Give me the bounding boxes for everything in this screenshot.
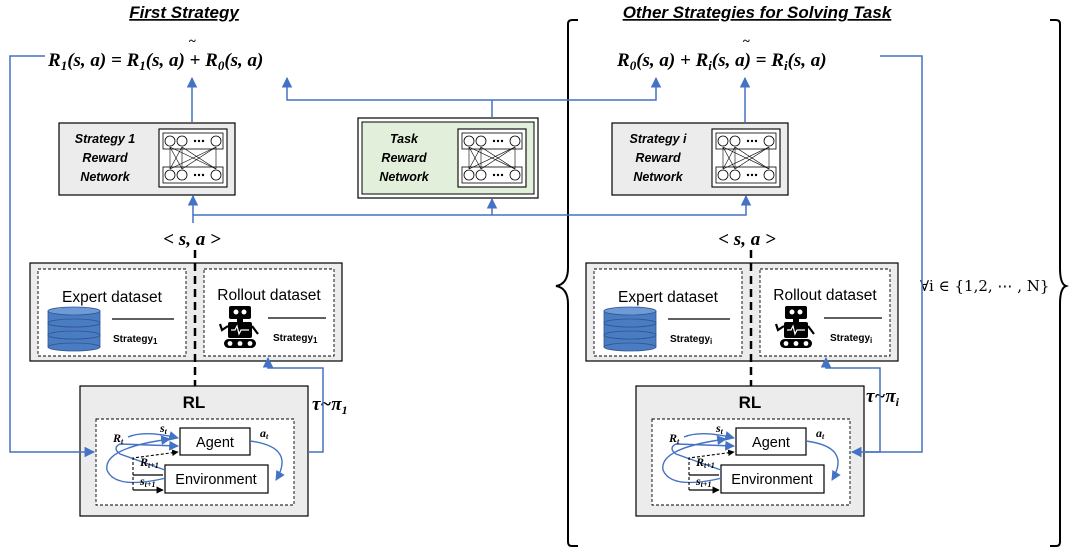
rl-loop-arrows-left-dashed (132, 449, 179, 490)
svg-text:Network: Network (80, 170, 130, 184)
svg-text:Network: Network (379, 170, 429, 184)
environment-label-left: Environment (175, 472, 256, 488)
state-action-left: < s, a > (163, 229, 221, 250)
state-t-label-right: st (715, 421, 724, 436)
rollout-strategy-label-right: Strategyi (830, 333, 872, 345)
rl-title-left: RL (183, 393, 206, 412)
strategy-group-bracket (555, 19, 1069, 547)
flow-arrows (9, 55, 923, 458)
neural-network-icon (711, 128, 781, 188)
equation-right: R0(s, a) + Ri(s, a) = Ri(s, a) (616, 50, 827, 73)
state-t-label-left: st (159, 421, 168, 436)
agent-label-right: Agent (752, 435, 790, 451)
rl-loop-arrows-right-dashed (688, 449, 735, 490)
equation-left: R1(s, a) = R1(s, a) + R0(s, a) (47, 50, 263, 73)
svg-text:Reward: Reward (381, 151, 427, 165)
svg-text:Strategy i: Strategy i (630, 132, 687, 146)
heading-first-strategy: First Strategy (129, 3, 240, 22)
rl-title-right: RL (739, 393, 762, 412)
rl-panel-left (79, 385, 309, 517)
svg-text:Reward: Reward (635, 151, 681, 165)
agent-label-left: Agent (196, 435, 234, 451)
action-t-label-right: at (816, 426, 825, 441)
reward-t-label-right: Rt (668, 431, 680, 446)
rollout-dataset-label-left: Rollout dataset (217, 287, 321, 304)
rl-loop-arrows-left (106, 431, 285, 484)
rl-loop-arrows-right-black (689, 474, 720, 494)
rl-panel-right (635, 385, 865, 517)
reward-t1-label-right: Rt+1 (695, 455, 715, 470)
robot-icon (774, 306, 815, 348)
state-t1-label-right: st+1 (695, 474, 711, 489)
state-t1-label-left: st+1 (139, 474, 155, 489)
policy-label-left: τ~π1 (312, 394, 348, 417)
reward-t1-label-left: Rt+1 (139, 455, 159, 470)
state-action-right: < s, a > (718, 229, 776, 250)
rl-loop-arrows-right (662, 431, 841, 484)
rollout-strategy-label-left: Strategy1 (273, 333, 318, 345)
database-icon (603, 306, 657, 352)
policy-label-right: τ~πi (866, 386, 900, 409)
action-t-label-left: at (260, 426, 269, 441)
tilde-accent-left: ~ (189, 33, 196, 48)
reward-t-label-left: Rt (112, 431, 124, 446)
expert-strategy-label-left: Strategy1 (113, 334, 158, 346)
expert-dataset-label-left: Expert dataset (62, 289, 163, 306)
svg-text:Strategy 1: Strategy 1 (75, 132, 135, 146)
forall-label: ∀i ∈ {1,2, ⋯ , N} (920, 277, 1049, 295)
rl-loop-arrows-left-black (133, 474, 164, 494)
heading-other-strategies: Other Strategies for Solving Task (623, 3, 893, 22)
svg-text:Task: Task (390, 132, 419, 146)
robot-icon (218, 306, 259, 348)
environment-label-right: Environment (731, 472, 812, 488)
database-icon (47, 306, 101, 352)
expert-dataset-label-right: Expert dataset (618, 289, 719, 306)
svg-text:Reward: Reward (82, 151, 128, 165)
neural-network-icon (158, 128, 228, 188)
tilde-accent-right: ~ (743, 33, 750, 48)
rollout-dataset-label-right: Rollout dataset (773, 287, 877, 304)
neural-network-icon (457, 128, 527, 188)
svg-text:Network: Network (633, 170, 683, 184)
expert-strategy-label-right: Strategyi (670, 334, 712, 346)
